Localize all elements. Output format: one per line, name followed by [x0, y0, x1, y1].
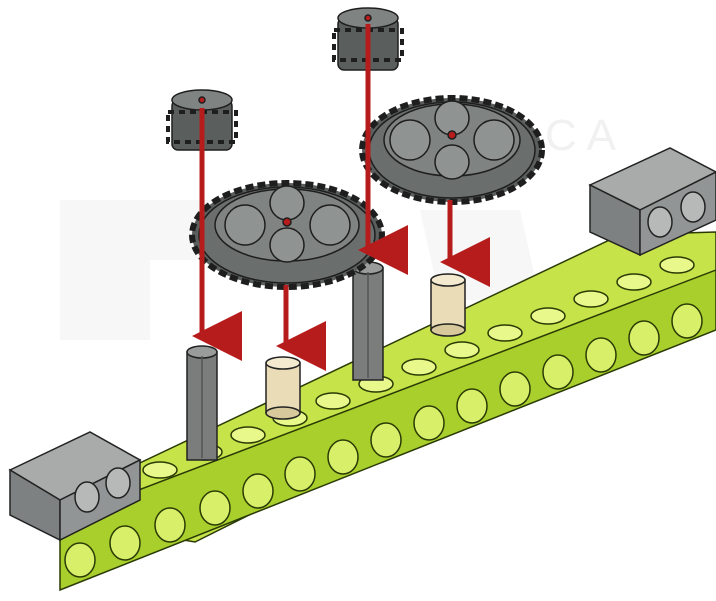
axle-right	[353, 262, 383, 380]
beam	[60, 232, 716, 590]
bushing-left	[266, 357, 300, 419]
large-gear-left	[192, 183, 382, 287]
watermark-text: C A	[545, 111, 617, 160]
axle-left	[187, 346, 217, 460]
large-gear-right	[362, 98, 542, 202]
bushing-right	[431, 274, 465, 336]
